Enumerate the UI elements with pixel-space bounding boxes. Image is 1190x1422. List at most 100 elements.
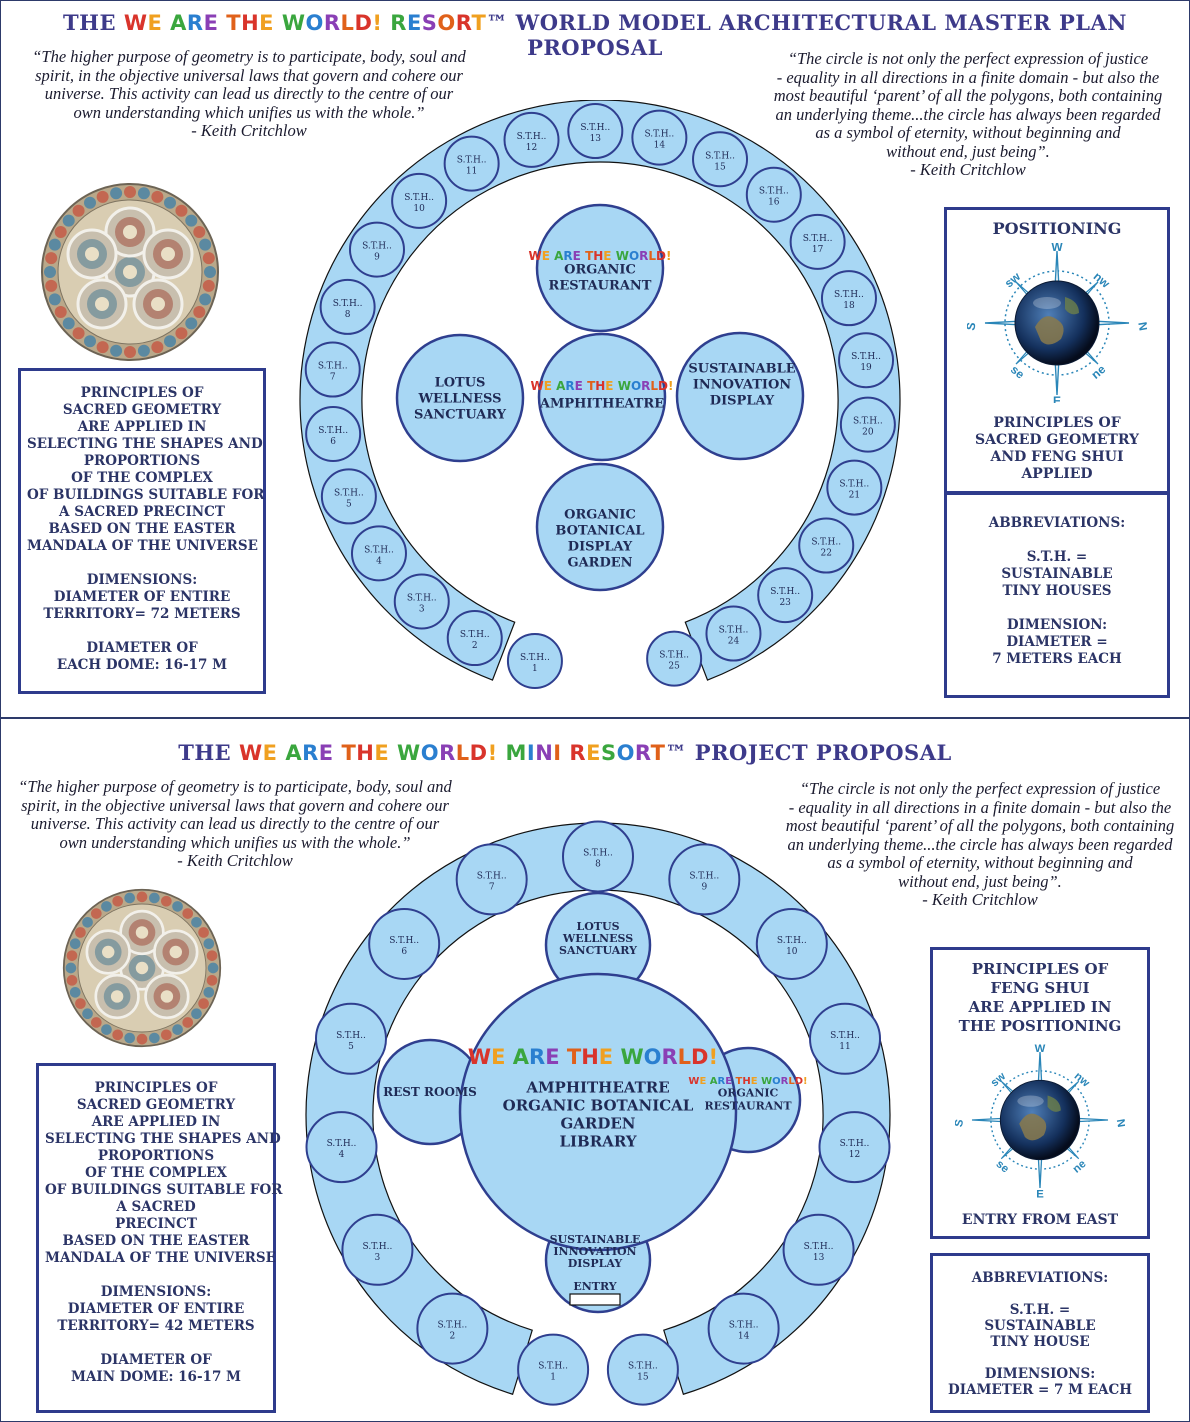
text-line: DIAMETER OF ENTIRE [67,1301,245,1317]
text-line: DIMENSIONS: [86,572,198,588]
text-line: ARE APPLIED IN [968,998,1112,1016]
text-line: without end, just being”. [886,141,1050,161]
tiny-house-circle [562,820,634,893]
text-line: A SACRED PRECINCT [59,504,225,520]
tiny-house-circle [305,1111,378,1184]
tiny-house-22: S.T.H..22 [798,517,855,574]
tiny-house-label: S.T.H.. [336,1031,366,1041]
restaurant-brand: WE ARE THE WORLD! [688,1076,807,1087]
text-line: PRINCIPLES OF [94,1080,218,1096]
tiny-house-18: S.T.H..18 [820,270,877,327]
compass-s: S [955,1118,966,1128]
tiny-house-7: S.T.H..7 [304,341,361,398]
restaurant-brand: WE ARE THE WORLD! [528,249,671,263]
fengshui-caption: ENTRY FROM EAST [961,1212,1119,1228]
tiny-house-3: S.T.H..3 [393,573,450,630]
tiny-house-circle [503,111,560,168]
top-quote-right: “The circle is not only the perfect expr… [756,49,1180,180]
wellness-label: LOTUS [576,920,619,933]
tiny-house-number: 1 [550,1373,556,1383]
tiny-house-number: 17 [812,245,824,255]
tiny-house-number: 14 [738,1332,750,1342]
text-line: SACRED GEOMETRY [76,1097,236,1113]
text-line: an underlying theme...the circle has alw… [775,104,1161,124]
text-line: as a symbol of eternity, without beginni… [815,123,1121,142]
tiny-house-label: S.T.H.. [404,193,434,203]
text-line: ABBREVIATIONS: [971,1270,1109,1286]
tiny-house-2: S.T.H..2 [446,610,503,667]
tiny-house-number: 15 [637,1373,649,1383]
tiny-house-7: S.T.H..7 [455,843,528,916]
text-line: without end, just being”. [898,871,1062,891]
text-line: ARE APPLIED IN [91,1114,221,1130]
bottom-mandala-image [62,888,222,1048]
tiny-house-circle [348,221,405,278]
compass-s: S [967,321,979,331]
text-line: MANDALA OF THE UNIVERSE [45,1250,276,1266]
tiny-house-1: S.T.H..1 [506,633,563,690]
tiny-house-number: 13 [590,134,602,144]
entry-door [569,1293,621,1306]
text-line [45,1335,267,1352]
tiny-house-label: S.T.H.. [803,234,833,244]
text-line: own understanding which unifies us with … [59,832,411,852]
tiny-house-5: S.T.H..5 [314,1002,387,1075]
tiny-house-label: S.T.H.. [363,1242,393,1252]
text-line: TINY HOUSES [1002,583,1112,599]
tiny-house-3: S.T.H..3 [341,1213,414,1286]
text-line: DIAMETER OF [100,1352,212,1368]
compass-n: N [1135,321,1147,332]
tiny-house-circle [350,525,407,582]
tiny-house-circle [798,517,855,574]
text-line [939,1350,1141,1366]
top-outer-ring [299,100,901,681]
tiny-house-8: S.T.H..8 [562,820,634,893]
text-line: TINY HOUSE [990,1334,1090,1350]
main-dome-label: ORGANIC BOTANICAL [503,1096,694,1114]
tiny-house-number: 3 [375,1253,381,1263]
tiny-house-label: S.T.H.. [644,130,674,140]
main-dome-label: GARDEN [560,1114,635,1132]
tiny-house-number: 25 [668,662,680,672]
text-line: OF BUILDINGS SUITABLE FOR [27,487,265,503]
garden-label: GARDEN [567,556,632,571]
tiny-house-14: S.T.H..14 [707,1292,780,1365]
text-line: EACH DOME: 16-17 M [56,657,228,673]
tiny-house-number: 21 [849,491,860,501]
tiny-house-circle [341,1213,414,1286]
text-line: “The circle is not only the perfect expr… [787,49,1149,68]
tiny-house-label: S.T.H.. [334,488,364,498]
tiny-house-circle [567,103,624,160]
text-line: TERRITORY= 42 METERS [57,1318,255,1334]
tiny-house-16: S.T.H..16 [745,166,802,223]
wellness-label: WELLNESS [562,932,633,945]
tiny-house-label: S.T.H.. [719,626,749,636]
text-line: universe. This activity can lead us dire… [44,84,454,103]
tiny-house-circle [705,605,762,662]
text-line: AND FENG SHUI [990,449,1124,465]
tiny-house-circle [838,332,895,389]
tiny-house-label: S.T.H.. [389,936,419,946]
tiny-house-circle [839,396,896,453]
text-line: universe. This activity can lead us dire… [30,814,440,833]
text-line: PRINCIPLES OF [993,415,1121,431]
text-line: “The higher purpose of geometry is to pa… [32,47,466,66]
tiny-house-20: S.T.H..20 [839,396,896,453]
dome-amphitheatre [537,332,667,462]
tiny-house-number: 9 [701,882,707,892]
restaurant-label: ORGANIC [718,1086,779,1099]
bottom-mini-resort-diagram: S.T.H..1S.T.H..2S.T.H..3S.T.H..4S.T.H..5… [305,820,891,1406]
tiny-house-6: S.T.H..6 [305,405,362,462]
tiny-house-15: S.T.H..15 [692,131,749,188]
top-title: THE WE ARE THE WORLD! RESORT™ WORLD MODE… [63,10,1127,60]
tiny-house-number: 6 [401,947,407,957]
tiny-house-15: S.T.H..15 [606,1333,679,1406]
text-line: PROPORTIONS [97,1148,215,1164]
tiny-house-circle [755,907,828,980]
compass-nw: nw [1091,269,1113,291]
compass-n: N [1114,1118,1125,1128]
tiny-house-number: 14 [654,141,666,151]
